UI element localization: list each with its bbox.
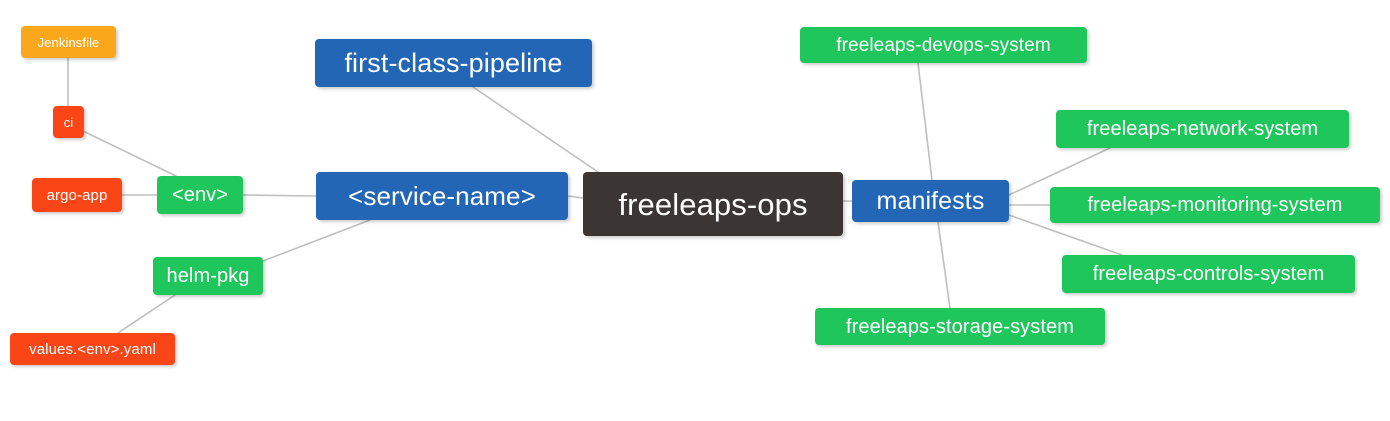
node-jenkinsfile[interactable]: Jenkinsfile: [21, 26, 116, 58]
node-label-service-name: <service-name>: [348, 181, 536, 211]
node-freeleaps-devops-system[interactable]: freeleaps-devops-system: [800, 27, 1087, 63]
edge-freeleaps-ops-to-service-name: [567, 195, 584, 199]
node-label-freeleaps-network-system: freeleaps-network-system: [1086, 118, 1319, 140]
node-freeleaps-storage-system[interactable]: freeleaps-storage-system: [815, 308, 1105, 345]
edge-service-name-to-env: [242, 194, 317, 197]
node-values-yaml[interactable]: values.<env>.yaml: [10, 333, 175, 365]
node-label-manifests: manifests: [876, 186, 985, 215]
edge-env-to-ci: [82, 130, 177, 177]
node-freeleaps-network-system[interactable]: freeleaps-network-system: [1056, 110, 1349, 148]
node-label-freeleaps-storage-system: freeleaps-storage-system: [845, 315, 1075, 338]
node-freeleaps-ops[interactable]: freeleaps-ops: [583, 172, 843, 236]
node-label-env: <env>: [171, 184, 229, 206]
edge-manifests-to-freeleaps-storage-system: [937, 221, 951, 309]
node-label-freeleaps-monitoring-system: freeleaps-monitoring-system: [1087, 194, 1343, 216]
node-label-jenkinsfile: Jenkinsfile: [37, 34, 100, 50]
node-service-name[interactable]: <service-name>: [316, 172, 568, 220]
node-manifests[interactable]: manifests: [852, 180, 1009, 222]
node-label-freeleaps-controls-system: freeleaps-controls-system: [1092, 263, 1325, 285]
edge-helm-pkg-to-values-yaml: [117, 294, 176, 334]
node-label-freeleaps-devops-system: freeleaps-devops-system: [836, 34, 1051, 56]
node-label-ci: ci: [63, 114, 74, 130]
edge-manifests-to-freeleaps-devops-system: [917, 62, 933, 181]
node-freeleaps-monitoring-system[interactable]: freeleaps-monitoring-system: [1050, 187, 1380, 223]
node-ci[interactable]: ci: [53, 106, 84, 138]
node-argo-app[interactable]: argo-app: [32, 178, 122, 212]
node-label-first-class-pipeline: first-class-pipeline: [344, 47, 563, 78]
node-env[interactable]: <env>: [157, 176, 243, 214]
node-helm-pkg[interactable]: helm-pkg: [153, 257, 263, 295]
node-first-class-pipeline[interactable]: first-class-pipeline: [315, 39, 592, 87]
node-label-argo-app: argo-app: [46, 186, 108, 204]
node-label-values-yaml: values.<env>.yaml: [29, 340, 156, 358]
edge-service-name-to-helm-pkg: [262, 219, 371, 262]
edge-freeleaps-ops-to-first-class-pipeline: [472, 86, 599, 173]
node-label-helm-pkg: helm-pkg: [166, 265, 250, 287]
node-freeleaps-controls-system[interactable]: freeleaps-controls-system: [1062, 255, 1355, 293]
node-label-freeleaps-ops: freeleaps-ops: [618, 186, 808, 222]
